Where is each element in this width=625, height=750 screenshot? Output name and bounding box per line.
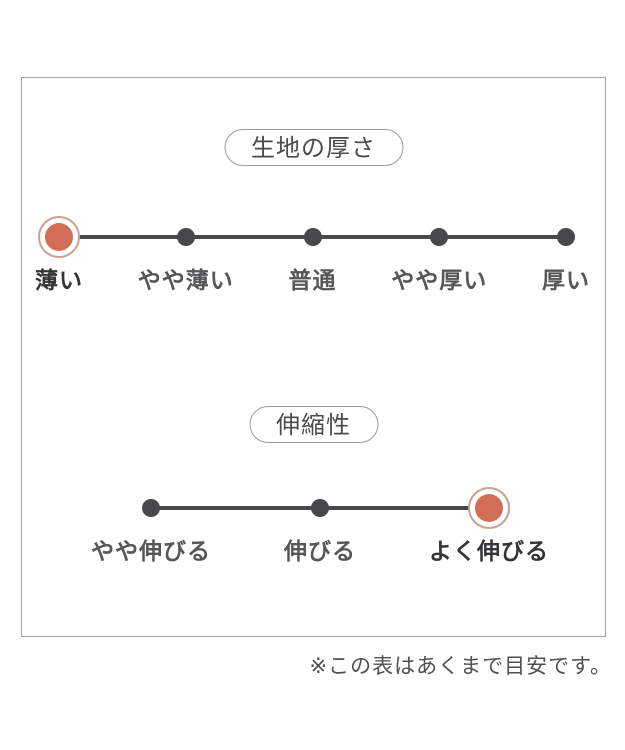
scale-labels: 薄い やや薄い 普通 やや厚い 厚い <box>35 261 589 293</box>
disclaimer-note: ※この表はあくまで目安です。 <box>309 655 612 678</box>
stretch-title-pill: 伸縮性 <box>249 406 378 443</box>
scale-label: 薄い <box>35 267 83 293</box>
scale-label: よく伸びる <box>429 538 549 564</box>
scale-dot <box>176 228 195 246</box>
scale-dot <box>142 499 160 517</box>
fabric-thickness-title-pill: 生地の厚さ <box>224 129 403 166</box>
selected-dot-core <box>45 223 73 251</box>
fabric-thickness-title: 生地の厚さ <box>251 135 376 162</box>
diagram-frame: 生地の厚さ 薄い やや薄い 普通 やや厚い 厚い 伸縮性 やや伸びる 伸びる よく伸びる <box>21 77 606 637</box>
stretch-title: 伸縮性 <box>276 412 351 439</box>
scale-label: 伸びる <box>284 538 356 564</box>
scale-dot <box>557 228 575 246</box>
scale-label: やや厚い <box>391 267 488 293</box>
selected-dot-core <box>475 494 503 522</box>
scale-label: やや伸びる <box>91 538 211 564</box>
scale-label: 普通 <box>288 267 337 293</box>
scale-dot <box>430 228 449 246</box>
selected-dot-marker <box>38 216 80 258</box>
scale-dot <box>303 228 322 246</box>
scale-label: やや薄い <box>137 267 234 293</box>
selected-dot-marker <box>468 487 510 529</box>
scale-dot <box>311 499 329 517</box>
scale-label: 厚い <box>542 267 590 293</box>
scale-labels: やや伸びる 伸びる よく伸びる <box>91 532 548 564</box>
